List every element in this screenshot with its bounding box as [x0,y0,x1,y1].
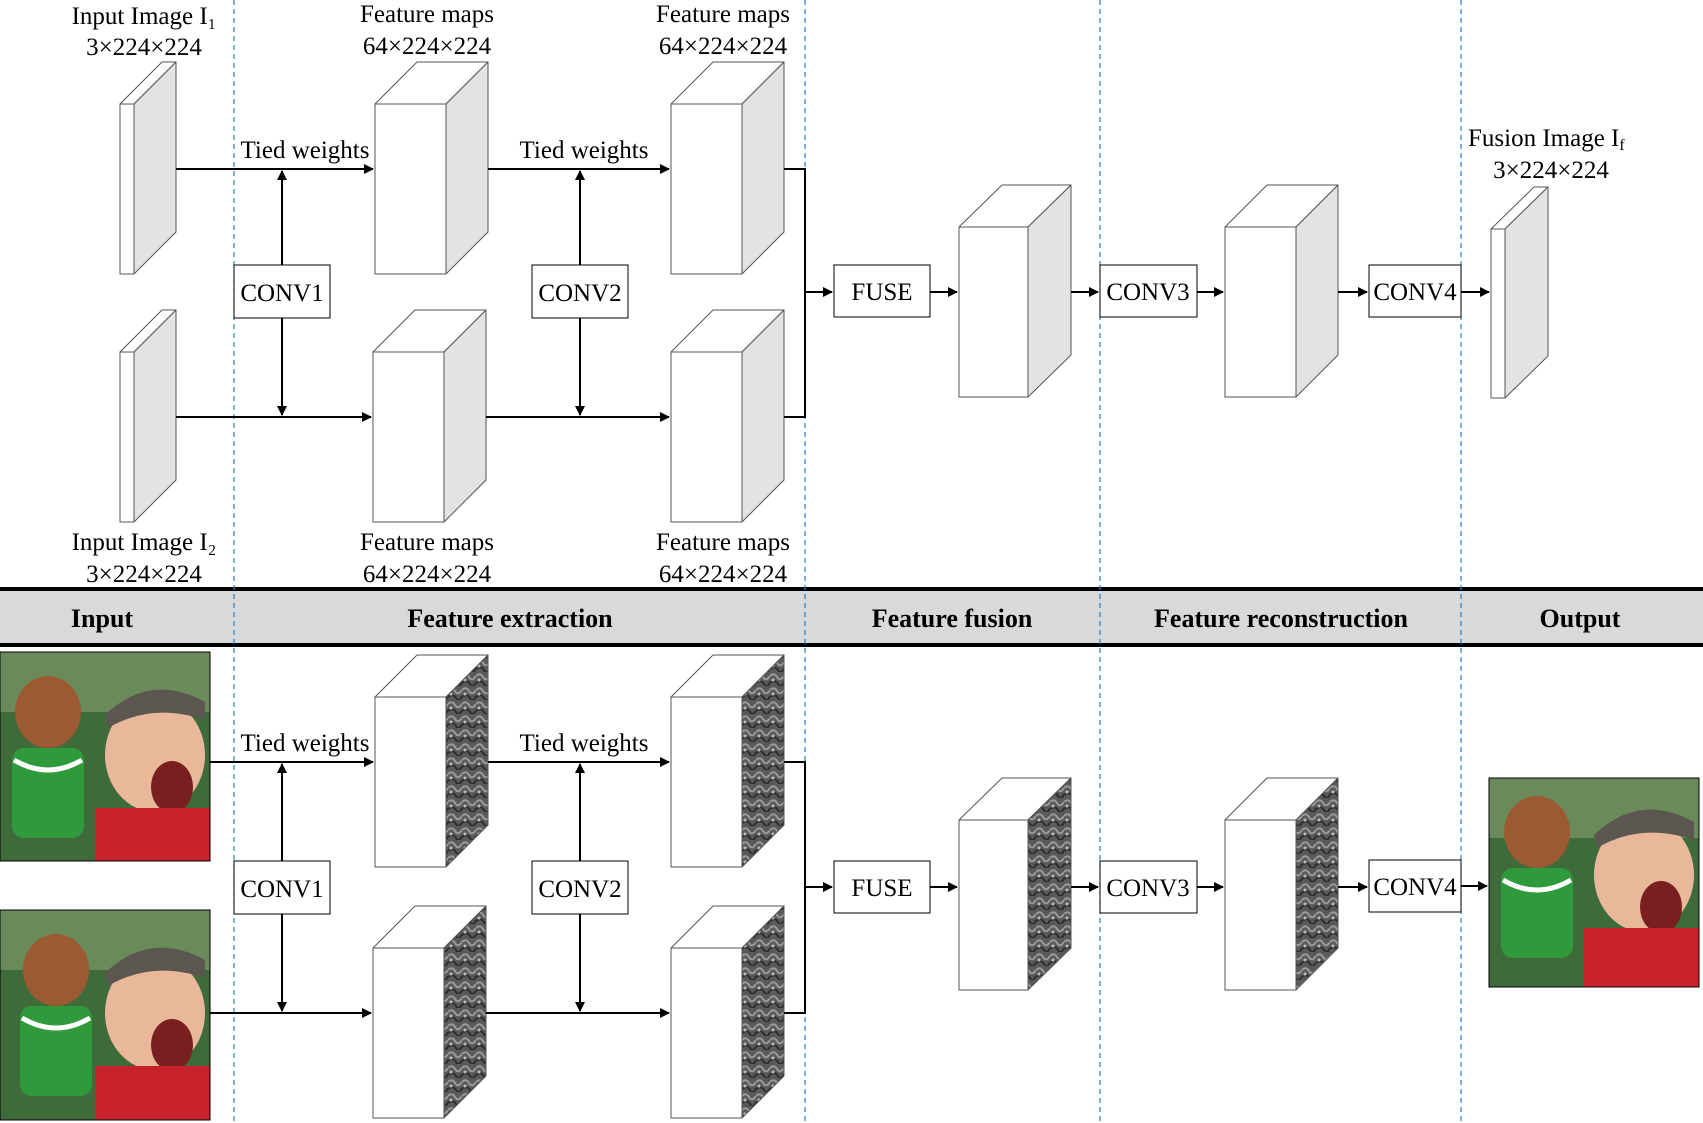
stage-feature-fusion: Feature fusion [872,604,1033,633]
input2-title: Input Image I₂ [72,529,217,556]
fm-bot-a-dims: 64×224×224 [363,561,492,588]
tex-block-bottom-1 [372,905,487,1119]
stage-input: Input [71,604,133,633]
conv3-box-example [1099,860,1198,914]
tex-block-top-1 [374,654,489,868]
fusion-dims: 3×224×224 [1493,157,1609,184]
feature-block-bottom-2 [670,309,785,523]
stage-output: Output [1540,604,1621,633]
tied-weights-label-example-2: Tied weights [520,730,649,757]
fusion-title: Fusion Image If [1468,125,1625,154]
stage-band: Input Feature extraction Feature fusion … [0,587,1703,647]
output-photo [1488,777,1700,988]
conv3-label: CONV3 [1106,279,1189,306]
tex-fused-block [958,777,1072,991]
conv4-box [1368,264,1462,318]
fuse-box [833,264,931,318]
conv4-label: CONV4 [1373,279,1457,306]
feature-block-top-1 [374,61,489,275]
conv1-label-example: CONV1 [240,876,323,903]
tied-weights-label-1: Tied weights [241,137,370,164]
fused-feature-block [958,184,1072,398]
input1-block [119,61,177,275]
tex-recon-block [1224,777,1339,991]
conv2-label-example: CONV2 [538,876,621,903]
input2-block [119,309,177,523]
conv1-box [233,264,331,319]
stage-band-bg [0,589,1703,645]
stage-feature-extraction: Feature extraction [407,604,613,633]
feature-block-top-2 [670,61,785,275]
recon-feature-block [1224,184,1339,398]
bracket-to-fuse-example [784,761,806,1014]
conv1-label: CONV1 [240,280,323,307]
fusion-output-block [1490,186,1549,399]
fm-top-b-title: Feature maps [656,1,790,28]
conv2-box-example [531,860,629,915]
input2-dims: 3×224×224 [86,561,202,588]
fm-top-a-title: Feature maps [360,1,494,28]
fm-top-a-dims: 64×224×224 [363,33,492,60]
conv4-label-example: CONV4 [1373,874,1457,901]
top-connectors [176,164,1490,422]
input-photo-1 [0,651,211,862]
conv4-box-example [1368,859,1462,913]
fm-bot-a-title: Feature maps [360,529,494,556]
input-photo-2 [0,909,211,1121]
top-schematic: Input Image I₁ 3×224×224 Feature maps 64… [72,1,1626,588]
stage-feature-reconstruction: Feature reconstruction [1154,604,1408,633]
conv2-label: CONV2 [538,280,621,307]
conv3-box [1099,264,1198,318]
fm-bot-b-title: Feature maps [656,529,790,556]
bracket-to-fuse [784,168,806,418]
input1-title: Input Image I₁ [72,3,217,30]
bottom-example: CONV1 CONV2 FUSE CONV3 CONV4 Tied weight… [0,651,1700,1121]
fm-top-b-dims: 64×224×224 [659,33,788,60]
fuse-label: FUSE [851,279,912,306]
stage-dividers [233,0,1462,1123]
bottom-connectors [210,757,1488,1018]
conv3-label-example: CONV3 [1106,875,1189,902]
tied-weights-label-2: Tied weights [520,137,649,164]
fuse-label-example: FUSE [851,875,912,902]
input1-dims: 3×224×224 [86,34,202,61]
tex-block-bottom-2 [670,905,785,1119]
tex-block-top-2 [670,654,785,868]
conv2-box [531,264,629,319]
feature-block-bottom-1 [372,309,487,523]
tied-weights-label-example-1: Tied weights [241,730,370,757]
fm-bot-b-dims: 64×224×224 [659,561,788,588]
